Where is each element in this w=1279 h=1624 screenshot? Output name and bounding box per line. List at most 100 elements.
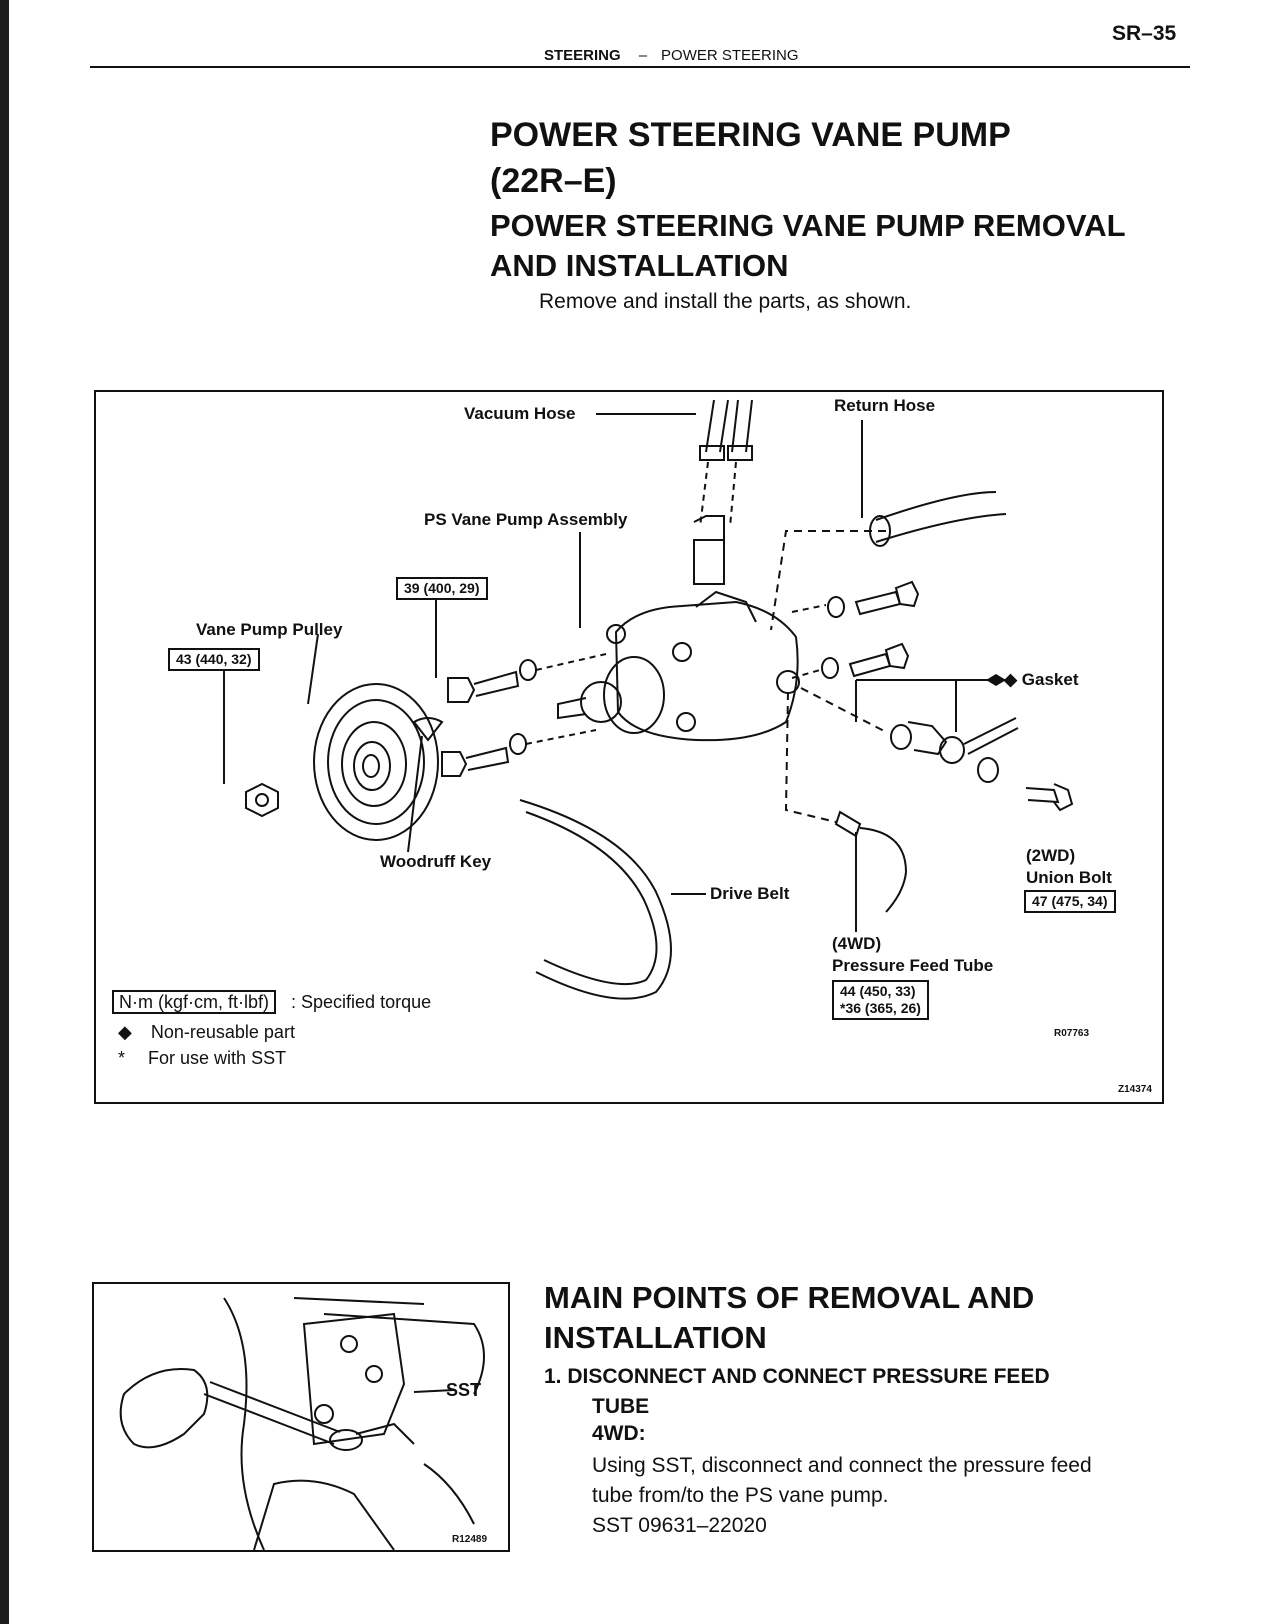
union-bolt-head: [1053, 783, 1074, 812]
label-return-hose: Return Hose: [834, 396, 936, 415]
bracket-hole-2: [365, 1365, 383, 1383]
page-number: SR–35: [1112, 22, 1177, 45]
page-edge-bar: [0, 0, 9, 1624]
leader-woodruff-key: [407, 735, 423, 853]
rear-bolt-dashes: [791, 604, 827, 679]
vacuum-hose-a: [705, 399, 729, 453]
pulley-nut: [245, 782, 279, 818]
leader-pulley: [307, 633, 319, 705]
step-1-heading: 1. DISCONNECT AND CONNECT PRESSURE FEED …: [544, 1362, 1184, 1422]
header-rule: [90, 66, 1190, 68]
label-ps-vane-pump-assembly: PS Vane Pump Assembly: [424, 510, 628, 529]
pulley-nut-hole: [255, 793, 269, 807]
gasket-diamond: [986, 674, 1006, 686]
pump-bolt-lower-shank: [465, 746, 510, 771]
main-points-title: MAIN POINTS OF REMOVAL AND INSTALLATION: [544, 1278, 1184, 1358]
figure2-code: R12489: [452, 1534, 488, 1545]
woodruff-key: [412, 717, 444, 742]
pump-bracket: [302, 1312, 406, 1446]
label-pressure-feed-qualifier: (4WD): [832, 934, 882, 953]
main-points-title-line1: MAIN POINTS OF REMOVAL AND: [544, 1280, 1035, 1315]
pump-inlet: [693, 539, 725, 585]
bracket-hole-1: [340, 1335, 358, 1353]
header-section: STEERING: [544, 47, 621, 64]
feed-tube-pipe: [859, 827, 908, 913]
legend-unit-box: N·m (kgf·cm, ft·lbf): [112, 990, 276, 1014]
pump-front-bearing: [603, 656, 665, 734]
page-title: POWER STEERING VANE PUMP (22R–E): [490, 112, 1190, 204]
pump-bolt-upper-head: [447, 677, 476, 703]
rear-bolt-1-shank: [854, 590, 902, 616]
label-woodruff-key: Woodruff Key: [380, 852, 492, 871]
step-1-body-line3: SST 09631–22020: [592, 1514, 767, 1537]
pump-boss-3: [676, 712, 696, 732]
pulley-outer: [313, 683, 439, 841]
legend-sst: * For use with SST: [118, 1048, 286, 1069]
label-sst: SST: [446, 1380, 482, 1400]
step-1-body-line2: tube from/to the PS vane pump.: [592, 1484, 889, 1507]
engine-lower: [253, 1479, 395, 1550]
step-1-line2: TUBE: [592, 1395, 650, 1418]
legend-diamond: ◆: [118, 1022, 132, 1042]
figure-code-ref1: R07763: [1054, 1028, 1090, 1039]
torque-pressure-feed: 44 (450, 33) *36 (365, 26): [832, 980, 929, 1020]
hose-clamp-left: [699, 445, 725, 461]
gasket-1: [890, 724, 912, 750]
section-title-line1: POWER STEERING VANE PUMP REMOVAL: [490, 208, 1126, 243]
exploded-diagram: Vacuum Hose Return Hose PS Vane Pump Ass…: [94, 390, 1164, 1104]
pump-neck: [695, 590, 757, 623]
washer-upper: [519, 659, 537, 681]
pump-bolt-upper-shank: [473, 670, 520, 697]
torque-pulley-nut: 43 (440, 32): [168, 648, 260, 671]
exploded-diagram-drawing: [223, 399, 1074, 1000]
union-bolt-shank: [1025, 787, 1060, 804]
wrench-head: [329, 1429, 363, 1451]
step-1-body: Using SST, disconnect and connect the pr…: [592, 1451, 1172, 1541]
step-1-line1: 1. DISCONNECT AND CONNECT PRESSURE FEED: [544, 1365, 1050, 1388]
union-pipe: [963, 717, 1019, 755]
pulley-rim: [327, 699, 425, 825]
variant-label: 4WD:: [592, 1422, 646, 1445]
sst-illustration-drawing: [119, 1297, 485, 1550]
section-title-line2: AND INSTALLATION: [490, 248, 789, 283]
union-fitting: [907, 721, 948, 756]
pump-bolt-lower-head: [441, 751, 468, 777]
figure-code-ref2: Z14374: [1118, 1084, 1152, 1095]
label-pressure-feed-tube: Pressure Feed Tube: [832, 956, 994, 975]
vacuum-hose-b: [731, 399, 753, 453]
pulley-web: [341, 721, 407, 807]
main-points-title-line2: INSTALLATION: [544, 1320, 767, 1355]
hose-lower: [423, 1463, 475, 1525]
pump-shaft: [557, 697, 587, 720]
return-hose: [875, 491, 1007, 543]
pump-boss-1: [606, 624, 626, 644]
feed-tube: [355, 1422, 415, 1445]
return-hose-dashed: [770, 530, 886, 631]
sst-leader: [413, 1389, 455, 1393]
legend-unit-text: : Specified torque: [291, 992, 432, 1012]
label-union-bolt: Union Bolt: [1026, 868, 1112, 887]
bracket-hole-3: [314, 1404, 334, 1424]
pump-housing: [614, 600, 799, 742]
union-dashes: [800, 687, 887, 733]
step-1-body-line1: Using SST, disconnect and connect the pr…: [592, 1454, 1092, 1477]
legend-asterisk: *: [118, 1048, 126, 1068]
drive-belt-shape: [519, 799, 672, 1000]
torque-union-bolt: 47 (475, 34): [1024, 890, 1116, 913]
label-gasket: ◆ Gasket: [1004, 670, 1079, 689]
page-title-line2: (22R–E): [490, 162, 617, 200]
label-vacuum-hose: Vacuum Hose: [464, 404, 576, 423]
legend-sst-text: For use with SST: [148, 1048, 287, 1068]
running-header: STEERING–POWER STEERING: [544, 47, 799, 64]
hose-clamp-right: [727, 445, 753, 461]
engine-outline-2: [293, 1297, 485, 1395]
intro-text: Remove and install the parts, as shown.: [539, 290, 912, 313]
rear-bolt-2-head: [884, 642, 910, 670]
pump-inlet-nipples: [693, 515, 725, 540]
legend-non-reusable-text: Non-reusable part: [150, 1022, 295, 1042]
bolt-dashes: [525, 653, 607, 745]
header-separator: –: [638, 47, 648, 64]
pump-hub: [580, 681, 622, 723]
feed-tube-dashes: [784, 691, 837, 823]
engine-outline-1: [223, 1297, 265, 1550]
